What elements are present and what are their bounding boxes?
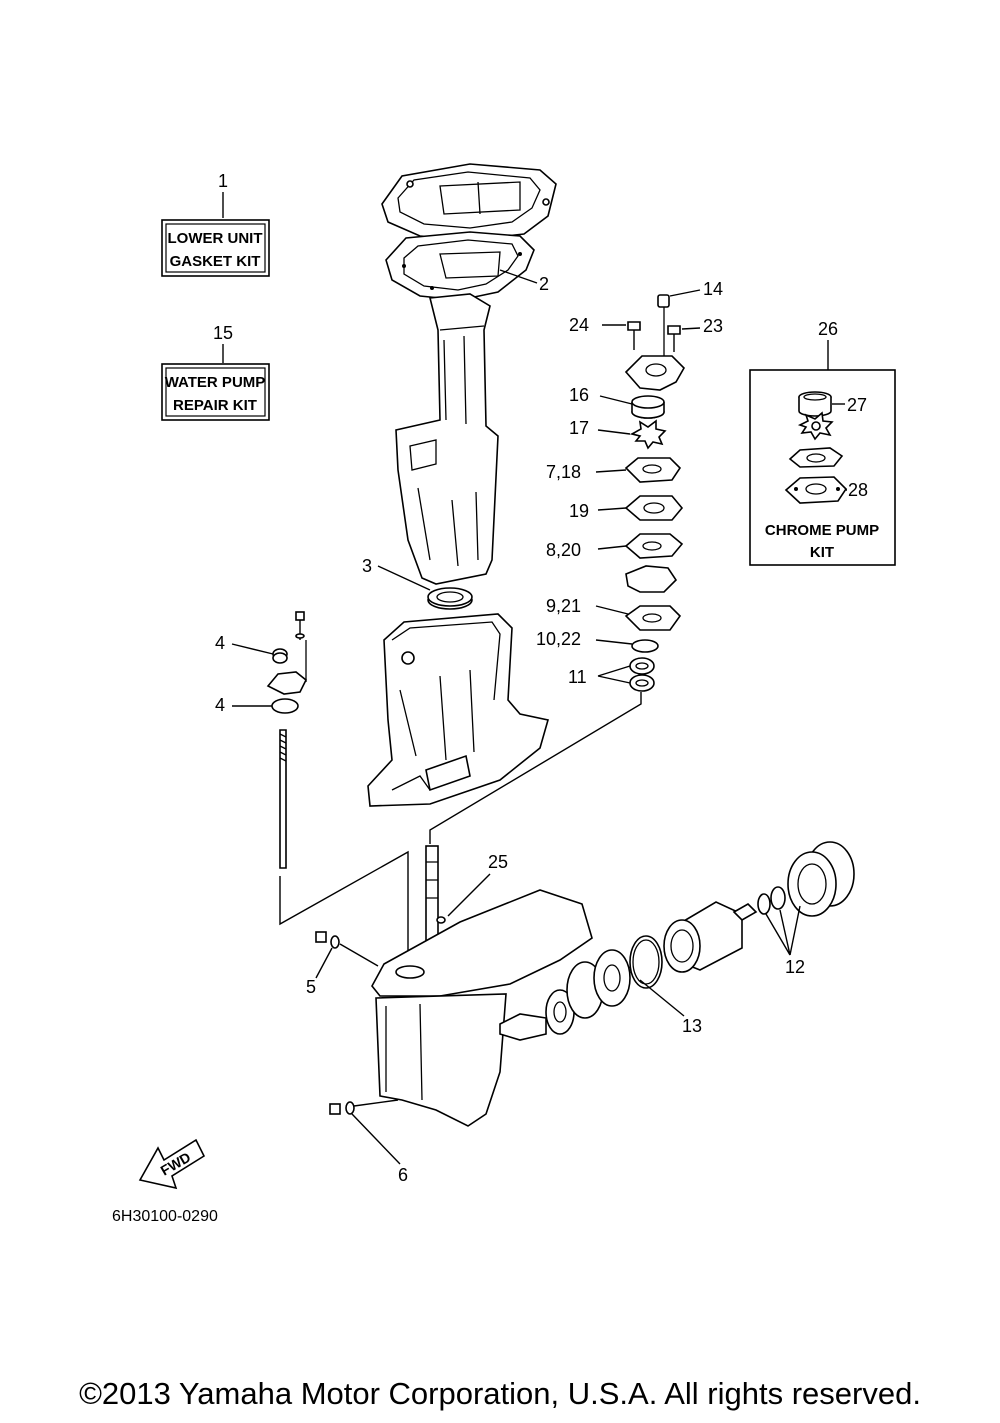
prop-shaft-parts-illustration — [545, 841, 855, 1035]
callout-6: 4 — [215, 633, 225, 653]
callout-10-22: 10,22 — [536, 629, 581, 649]
chrome-pump-kit-box[interactable]: 26 27 28 CHROME PUMP KIT — [749, 319, 896, 566]
kit-26-line-2: KIT — [810, 544, 834, 561]
callout-14: 14 — [703, 279, 723, 299]
callout-13: 13 — [682, 1016, 702, 1036]
callout-12: 12 — [785, 957, 805, 977]
kit-1-line-1: LOWER UNIT — [168, 230, 263, 247]
upper-casing-illustration — [381, 163, 557, 585]
callout-15: 15 — [213, 323, 233, 343]
callout-5: 4 — [215, 695, 225, 715]
shift-rod-illustration — [266, 611, 308, 869]
gear-case-illustration — [371, 889, 593, 1127]
callout-28: 28 — [848, 480, 868, 500]
callout-4-upper: 5 — [306, 977, 316, 997]
lower-casing-illustration — [367, 613, 550, 807]
callout-23: 23 — [703, 316, 723, 336]
callout-9-21: 9,21 — [546, 596, 581, 616]
callout-1: 1 — [218, 171, 228, 191]
seal-3-illustration — [427, 587, 473, 610]
callout-26: 26 — [818, 319, 838, 339]
kit-1-line-2: GASKET KIT — [170, 253, 261, 270]
callout-24: 24 — [569, 315, 589, 335]
kit-15-line-1: WATER PUMP — [165, 374, 266, 391]
callout-8-20: 8,20 — [546, 540, 581, 560]
callout-3: 3 — [362, 556, 372, 576]
water-pump-stack-illustration — [624, 294, 685, 692]
lower-unit-gasket-kit-box[interactable]: 1 LOWER UNIT GASKET KIT — [161, 171, 270, 277]
callout-4-lower: 6 — [398, 1165, 408, 1185]
kit-15-line-2: REPAIR KIT — [173, 397, 257, 414]
callout-2: 2 — [539, 274, 549, 294]
drain-screws-illustration — [315, 931, 355, 1115]
callout-25: 25 — [488, 852, 508, 872]
callout-17: 17 — [569, 418, 589, 438]
callout-27: 27 — [847, 395, 867, 415]
callout-7-18: 7,18 — [546, 462, 581, 482]
diagram-code: 6H30100-0290 — [112, 1208, 218, 1225]
callout-11: 11 — [568, 667, 587, 687]
copyright-notice: ©2013 Yamaha Motor Corporation, U.S.A. A… — [79, 1376, 921, 1411]
water-pump-repair-kit-box[interactable]: 15 WATER PUMP REPAIR KIT — [161, 323, 270, 421]
kit-26-line-1: CHROME PUMP — [765, 522, 879, 539]
fwd-arrow-icon: FWD — [138, 1138, 206, 1190]
callout-19: 19 — [569, 501, 589, 521]
callout-16: 16 — [569, 385, 589, 405]
